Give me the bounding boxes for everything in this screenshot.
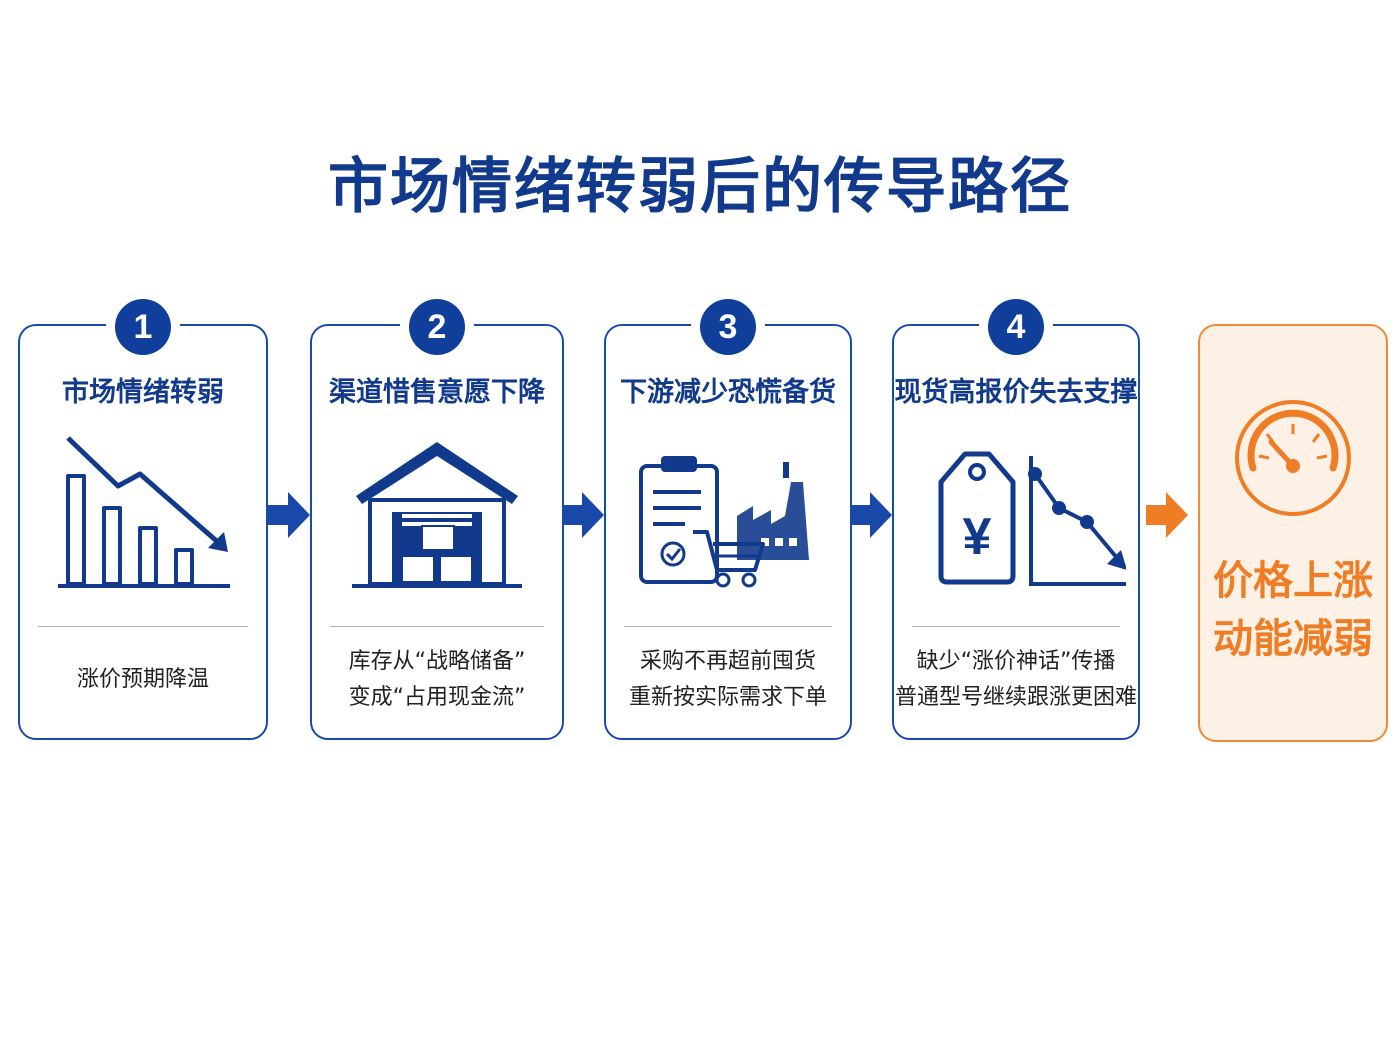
- step-card-4: 4 现货高报价失去支撑 ¥ 缺少“涨价神话”传播 普通型号继续跟涨更困难: [892, 290, 1140, 740]
- speedometer-icon: [1235, 400, 1351, 516]
- step-title-3: 下游减少恐慌备货: [620, 377, 836, 408]
- step-card-2: 2 渠道惜售意愿下降 库存从“战略储备” 变成“占用现金流”: [310, 290, 564, 740]
- clipboard-cart-factory-icon: [639, 456, 809, 588]
- step-card-3: 3 下游减少恐慌备货 采购不再超前囤货 重新按实际需求下单: [604, 290, 852, 740]
- warehouse-icon: [352, 442, 522, 588]
- arrow-right-icon: [268, 492, 310, 538]
- card-divider: [330, 626, 544, 627]
- card-divider: [38, 626, 248, 627]
- svg-text:¥: ¥: [963, 508, 992, 566]
- step-title-1: 市场情绪转弱: [62, 377, 224, 408]
- step-badge-3: 3: [691, 290, 765, 364]
- step-title-2: 渠道惜售意愿下降: [329, 377, 545, 408]
- step-desc-3: 采购不再超前囤货 重新按实际需求下单: [628, 649, 827, 710]
- step-desc-1: 涨价预期降温: [76, 667, 209, 692]
- step-badge-4: 4: [979, 290, 1053, 364]
- step-desc-2: 库存从“战略储备” 变成“占用现金流”: [348, 649, 526, 710]
- step-badge-1: 1: [106, 290, 180, 364]
- step-title-4: 现货高报价失去支撑: [894, 377, 1138, 408]
- step-desc-4: 缺少“涨价神话”传播 普通型号继续跟涨更困难: [894, 649, 1137, 710]
- arrow-right-icon: [850, 492, 892, 538]
- card-divider: [912, 626, 1120, 627]
- page-title: 市场情绪转弱后的传导路径: [328, 152, 1072, 222]
- price-tag-decline-icon: ¥: [938, 451, 1126, 586]
- declining-bar-chart-icon: [58, 436, 230, 588]
- arrow-right-icon: [1146, 492, 1188, 538]
- result-text: 价格上涨 动能减弱: [1213, 558, 1373, 662]
- step-badge-2: 2: [400, 290, 474, 364]
- arrow-right-icon: [562, 492, 604, 538]
- card-divider: [624, 626, 832, 627]
- result-card: 价格上涨 动能减弱: [1198, 324, 1388, 742]
- step-card-1: 1 市场情绪转弱 涨价预期降温: [18, 290, 268, 740]
